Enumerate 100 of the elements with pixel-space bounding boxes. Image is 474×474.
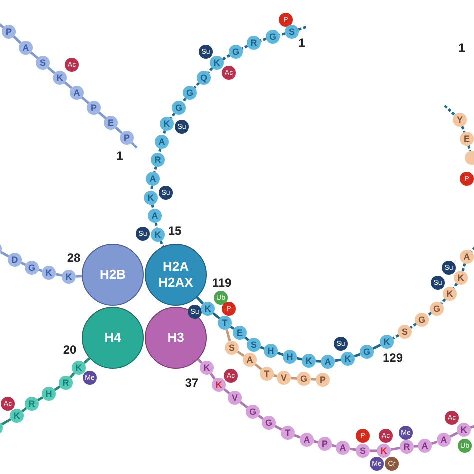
residue-bead: T [260, 367, 274, 381]
residue-bead: G [183, 86, 197, 100]
residue-bead: V [228, 391, 242, 405]
residue-bead: A [19, 41, 33, 55]
residue-bead: G [430, 302, 444, 316]
residue-bead: S [398, 325, 412, 339]
histone-label: H3 [166, 330, 186, 346]
peptide-bond [431, 440, 438, 446]
residue-bead: K [144, 191, 158, 205]
peptide-bond [196, 296, 204, 305]
peptide-bond [30, 52, 39, 60]
peptide-bond [237, 350, 245, 358]
peptide-bond [462, 263, 466, 272]
residue-bead: H [264, 344, 278, 358]
peptide-bond [83, 358, 91, 364]
residue-bead: G [297, 372, 311, 386]
residue-bead: G [229, 45, 243, 59]
peptide-bond [64, 82, 73, 90]
peptide-bond [226, 329, 232, 342]
peptide-bond [170, 112, 176, 120]
peptide-bond [452, 283, 458, 289]
residue-bead: S [247, 338, 261, 352]
peptide-bond [290, 377, 298, 380]
residue-bead: K [443, 287, 457, 301]
residue-bead: A [155, 135, 169, 149]
peptide-bond [298, 26, 308, 31]
peptide-bond [242, 45, 248, 50]
residue-bead: Y [453, 113, 467, 127]
peptide-bond [47, 66, 56, 74]
peptide-bond [1, 418, 12, 426]
residue-bead: G [246, 405, 260, 419]
residue-bead: K [53, 71, 67, 85]
peptide-bond [182, 98, 187, 104]
residue-bead: K [210, 56, 224, 70]
peptide-bond [212, 312, 220, 320]
peptide-bond [222, 54, 231, 61]
residue-bead: A [300, 433, 314, 447]
residue-bead: A [70, 86, 84, 100]
histone-label: H2A H2AX [158, 258, 194, 292]
peptide-bond [316, 360, 322, 363]
residue-bead: A [243, 353, 257, 367]
residue-bead: G [262, 416, 276, 430]
peptide-bond [332, 444, 336, 448]
residue-bead: K [201, 302, 215, 316]
residue-bead: R [25, 397, 39, 411]
peptide-bond [150, 186, 154, 192]
peptide-bond [461, 126, 466, 133]
peptide-bond [0, 251, 10, 258]
residue-bead: T [281, 426, 295, 440]
position-number: 1 [116, 149, 124, 163]
peptide-bond [56, 273, 62, 277]
residue-bead: H [42, 387, 56, 401]
peptide-bond [13, 36, 22, 44]
peptide-bond [154, 222, 158, 228]
peptide-bond [131, 142, 138, 149]
residue-bead: K [160, 117, 174, 131]
peptide-bond [392, 334, 400, 340]
peptide-bond [81, 96, 90, 104]
peptide-bond [208, 67, 214, 74]
residue-bead: G [360, 345, 374, 359]
residue-bead: A [437, 433, 451, 447]
peptide-bond [277, 352, 284, 356]
residue-bead: P [2, 25, 16, 39]
residue-bead: P [87, 101, 101, 115]
peptide-bond [54, 386, 61, 392]
residue-bead: E [104, 116, 118, 130]
residue-bead: S [285, 25, 299, 39]
position-number: 20 [63, 343, 77, 357]
peptide-bond [314, 440, 318, 444]
residue-bead: G [172, 101, 186, 115]
histone-label: H4 [104, 330, 122, 346]
position-number: 119 [212, 276, 232, 290]
peptide-bond [240, 401, 248, 409]
residue-bead: P [120, 131, 134, 145]
peptide-bond [197, 358, 203, 364]
peptide-bond [76, 275, 82, 278]
residue-bead: K [341, 352, 355, 366]
peptide-bond [279, 32, 286, 36]
peptide-bond [426, 312, 432, 317]
peptide-bond [440, 298, 446, 305]
residue-bead: T [218, 316, 232, 330]
peptide-bond [154, 166, 158, 173]
peptide-bond [260, 38, 267, 42]
peptide-bond [98, 112, 107, 120]
residue-bead: K [457, 423, 471, 437]
peptide-bond [334, 358, 342, 362]
residue-bead: A [336, 441, 350, 455]
residue-bead: K [42, 266, 56, 280]
residue-bead: G [25, 261, 39, 275]
position-number: 1 [458, 41, 466, 55]
position-number: 1 [298, 36, 306, 50]
peptide-bond [414, 445, 418, 448]
peptide-bond [160, 240, 164, 248]
residue-bead: E [233, 326, 247, 340]
residue-bead: K [10, 409, 24, 423]
residue-bead: G [266, 30, 280, 44]
residue-bead: V [277, 371, 291, 385]
peptide-bond [370, 450, 377, 452]
residue-bead: S [36, 56, 50, 70]
peptide-bond [450, 432, 458, 438]
